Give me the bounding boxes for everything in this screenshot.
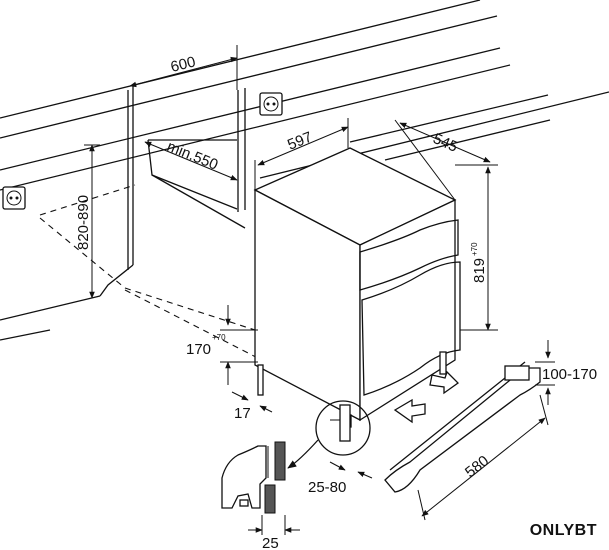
dim-appliance-height: 819 +70 (470, 242, 488, 283)
appliance-body (253, 147, 461, 428)
dim-plinth-panel-length: 580 (462, 452, 492, 481)
worktop (0, 0, 609, 191)
dim-appliance-height-value: 819 (471, 258, 488, 283)
dimension-lines (84, 45, 555, 535)
dim-appliance-width: 597 (285, 129, 315, 154)
watermark: ONLYBT (529, 522, 597, 539)
dim-door-thickness: 25 (262, 535, 279, 550)
dim-appliance-depth: 545 (430, 130, 460, 156)
power-socket-icon (2, 186, 26, 210)
dim-niche-width: 600 (169, 53, 197, 76)
detail-callout (287, 400, 371, 469)
door-section-detail (221, 441, 286, 514)
dim-plinth-panel-height: 100-170 (542, 366, 597, 383)
dim-plinth-height: 170 (186, 341, 211, 358)
dim-plinth-height-tolerance: +70 (212, 333, 226, 342)
dim-appliance-height-tolerance: +70 (470, 242, 479, 256)
power-socket-icon (259, 92, 283, 116)
dim-door-gap: 25-80 (308, 479, 346, 496)
dim-foot-offset: 17 (234, 405, 251, 422)
dim-niche-height: 820-890 (75, 195, 92, 250)
